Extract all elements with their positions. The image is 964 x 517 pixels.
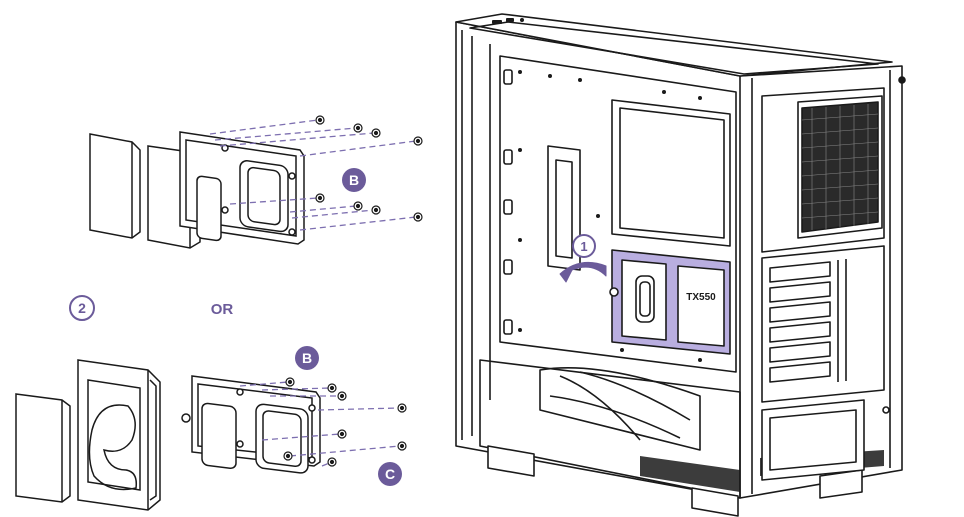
screw-icon [413, 212, 423, 222]
screw-icon [413, 136, 423, 146]
callout-b-top: B [342, 168, 366, 192]
screw-icon [283, 451, 293, 461]
callout-b-top-label: B [349, 172, 359, 188]
callout-b-bottom: B [295, 346, 319, 370]
front-panel [761, 76, 906, 481]
top-io-ports [492, 18, 524, 24]
cable-grommets [503, 69, 513, 335]
screw-icon [327, 457, 337, 467]
callout-c-label: C [385, 466, 395, 482]
screw-icon [353, 123, 363, 133]
case-feet [487, 445, 863, 517]
ssd-mount-assembly-top [89, 131, 305, 249]
drive-bracket-top [179, 131, 305, 245]
rotate-arrow-icon [559, 261, 607, 283]
pc-case: TX550 1 [455, 13, 906, 517]
callout-b-bottom-label: B [302, 350, 312, 366]
hdd-mount-assembly-bottom [15, 359, 321, 511]
or-text: OR [211, 301, 234, 318]
screw-icon [397, 403, 407, 413]
ssd-drive-back [89, 133, 141, 239]
callout-c: C [378, 462, 402, 486]
screw-icon [337, 429, 347, 439]
screw-icon [371, 128, 381, 138]
bottom-fan [539, 367, 701, 451]
step-two-label: 2 [78, 300, 86, 316]
standoffs [518, 70, 702, 362]
screw-guide-lines-top [209, 119, 417, 231]
psu-badge-text: TX550 [686, 292, 716, 303]
screw-icon [353, 201, 363, 211]
screw-icon [315, 193, 325, 203]
screw-icon [371, 205, 381, 215]
screw-guide-lines-bottom [239, 381, 401, 467]
hdd-drive-3-5 [77, 359, 161, 511]
step-two-marker: 2 [69, 295, 95, 321]
screw-icon [285, 377, 295, 387]
screw-icon [315, 115, 325, 125]
step-one-marker: 1 [572, 234, 596, 258]
ssd-drive-small [15, 393, 71, 503]
drive-bracket-bottom [181, 375, 321, 474]
screws-bottom-group [283, 377, 407, 467]
expansion-slots [769, 259, 847, 383]
step-one-label: 1 [580, 239, 587, 254]
screws-top-group [315, 115, 423, 222]
screw-icon [397, 441, 407, 451]
screw-icon [327, 383, 337, 393]
front-fan-mesh-icon [801, 101, 879, 233]
mounted-drive-bracket: TX550 [609, 249, 731, 355]
screw-icon [337, 391, 347, 401]
